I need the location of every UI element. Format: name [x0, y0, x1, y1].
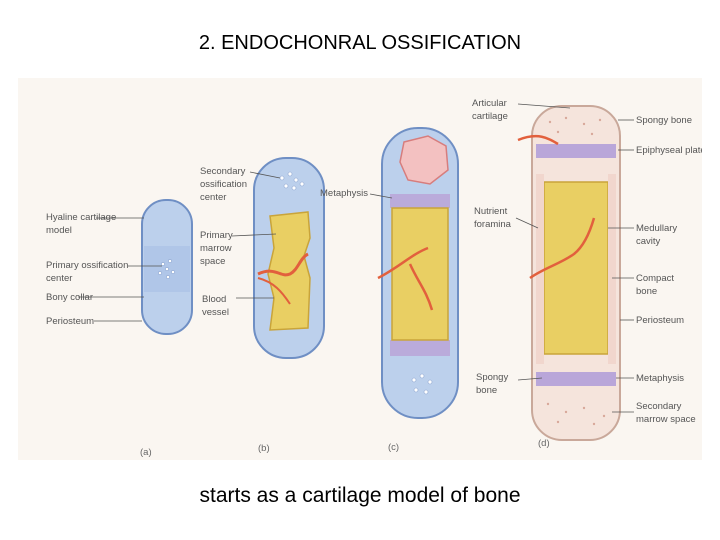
page-title: 2. ENDOCHONRAL OSSIFICATION [198, 32, 522, 54]
ossification-diagram: Hyaline cartilage model Primary ossifica… [18, 78, 706, 460]
label-secondary-center-2: ossification [200, 179, 247, 190]
primary-marrow-space-b [267, 211, 311, 331]
primary-ossification-dots [158, 259, 175, 279]
panel-label-b: (b) [258, 443, 270, 454]
slide-caption: starts as a cartilage model of bone [199, 484, 521, 507]
secondary-ossification-c-top [399, 135, 449, 185]
panel-label-a: (a) [140, 447, 152, 458]
label-compact-2: bone [636, 286, 657, 297]
label-compact-1: Compact [636, 273, 674, 284]
label-secondary-center-1: Secondary [200, 166, 246, 177]
label-blood-vessel-1: Blood [202, 294, 226, 305]
secondary-center-dots-c [411, 373, 433, 395]
label-bony-collar: Bony collar [46, 292, 93, 303]
label-medullary-2: cavity [636, 236, 661, 247]
compact-bone-d-right [608, 174, 616, 364]
stage-b-primary-ossification [253, 157, 325, 359]
compact-bone-d-left [536, 174, 544, 364]
label-articular-2: cartilage [472, 111, 508, 122]
label-articular-1: Articular [472, 98, 507, 109]
epiphyseal-plate-d-top [536, 144, 616, 158]
panel-label-c: (c) [388, 442, 399, 453]
label-medullary-1: Medullary [636, 223, 677, 234]
spongy-bone-speckles [546, 116, 606, 426]
metaphysis-c-top [390, 194, 450, 208]
label-spongy-1: Spongy [476, 372, 508, 383]
blood-vessel-b [257, 252, 309, 277]
label-secondary-marrow-1: Secondary [636, 401, 682, 412]
label-hyaline-2: model [46, 225, 72, 236]
medullary-marrow-c [391, 207, 449, 341]
blood-vessel-b2 [257, 277, 291, 305]
label-primary-marrow-3: space [200, 256, 225, 267]
secondary-center-dots-b [279, 171, 305, 191]
label-spongy-2: bone [476, 385, 497, 396]
leader-lines [78, 103, 634, 413]
label-primary-marrow-1: Primary [200, 230, 233, 241]
label-periosteum-d: Periosteum [636, 315, 684, 326]
label-primary-center-2: center [46, 273, 72, 284]
label-metaphysis-c: Metaphysis [320, 188, 368, 199]
stage-c-secondary-ossification [377, 127, 459, 419]
panel-label-d: (d) [538, 438, 550, 449]
label-periosteum-a: Periosteum [46, 316, 94, 327]
metaphysis-c-bottom [390, 340, 450, 356]
label-nutrient-1: Nutrient [474, 206, 508, 217]
nutrient-vessel-c [377, 246, 434, 311]
label-epiphyseal-plate: Epiphyseal plate [636, 145, 702, 156]
label-blood-vessel-2: vessel [202, 307, 229, 318]
label-metaphysis-d: Metaphysis [636, 373, 684, 384]
medullary-cavity-d [543, 181, 609, 355]
label-nutrient-2: foramina [474, 219, 512, 230]
nutrient-vessel-d [517, 134, 596, 280]
label-spongy-bone: Spongy bone [636, 115, 692, 126]
label-primary-center-1: Primary ossification [46, 260, 128, 271]
stage-a-cartilage-model [141, 199, 193, 335]
epiphyseal-plate-d-bottom [536, 372, 616, 386]
label-secondary-marrow-2: marrow space [636, 414, 696, 425]
stage-d-mature-bone [517, 105, 621, 441]
label-secondary-center-3: center [200, 192, 226, 203]
label-hyaline-1: Hyaline cartilage [46, 212, 116, 223]
label-primary-marrow-2: marrow [200, 243, 232, 254]
ossification-illustration: Hyaline cartilage model Primary ossifica… [18, 78, 706, 460]
